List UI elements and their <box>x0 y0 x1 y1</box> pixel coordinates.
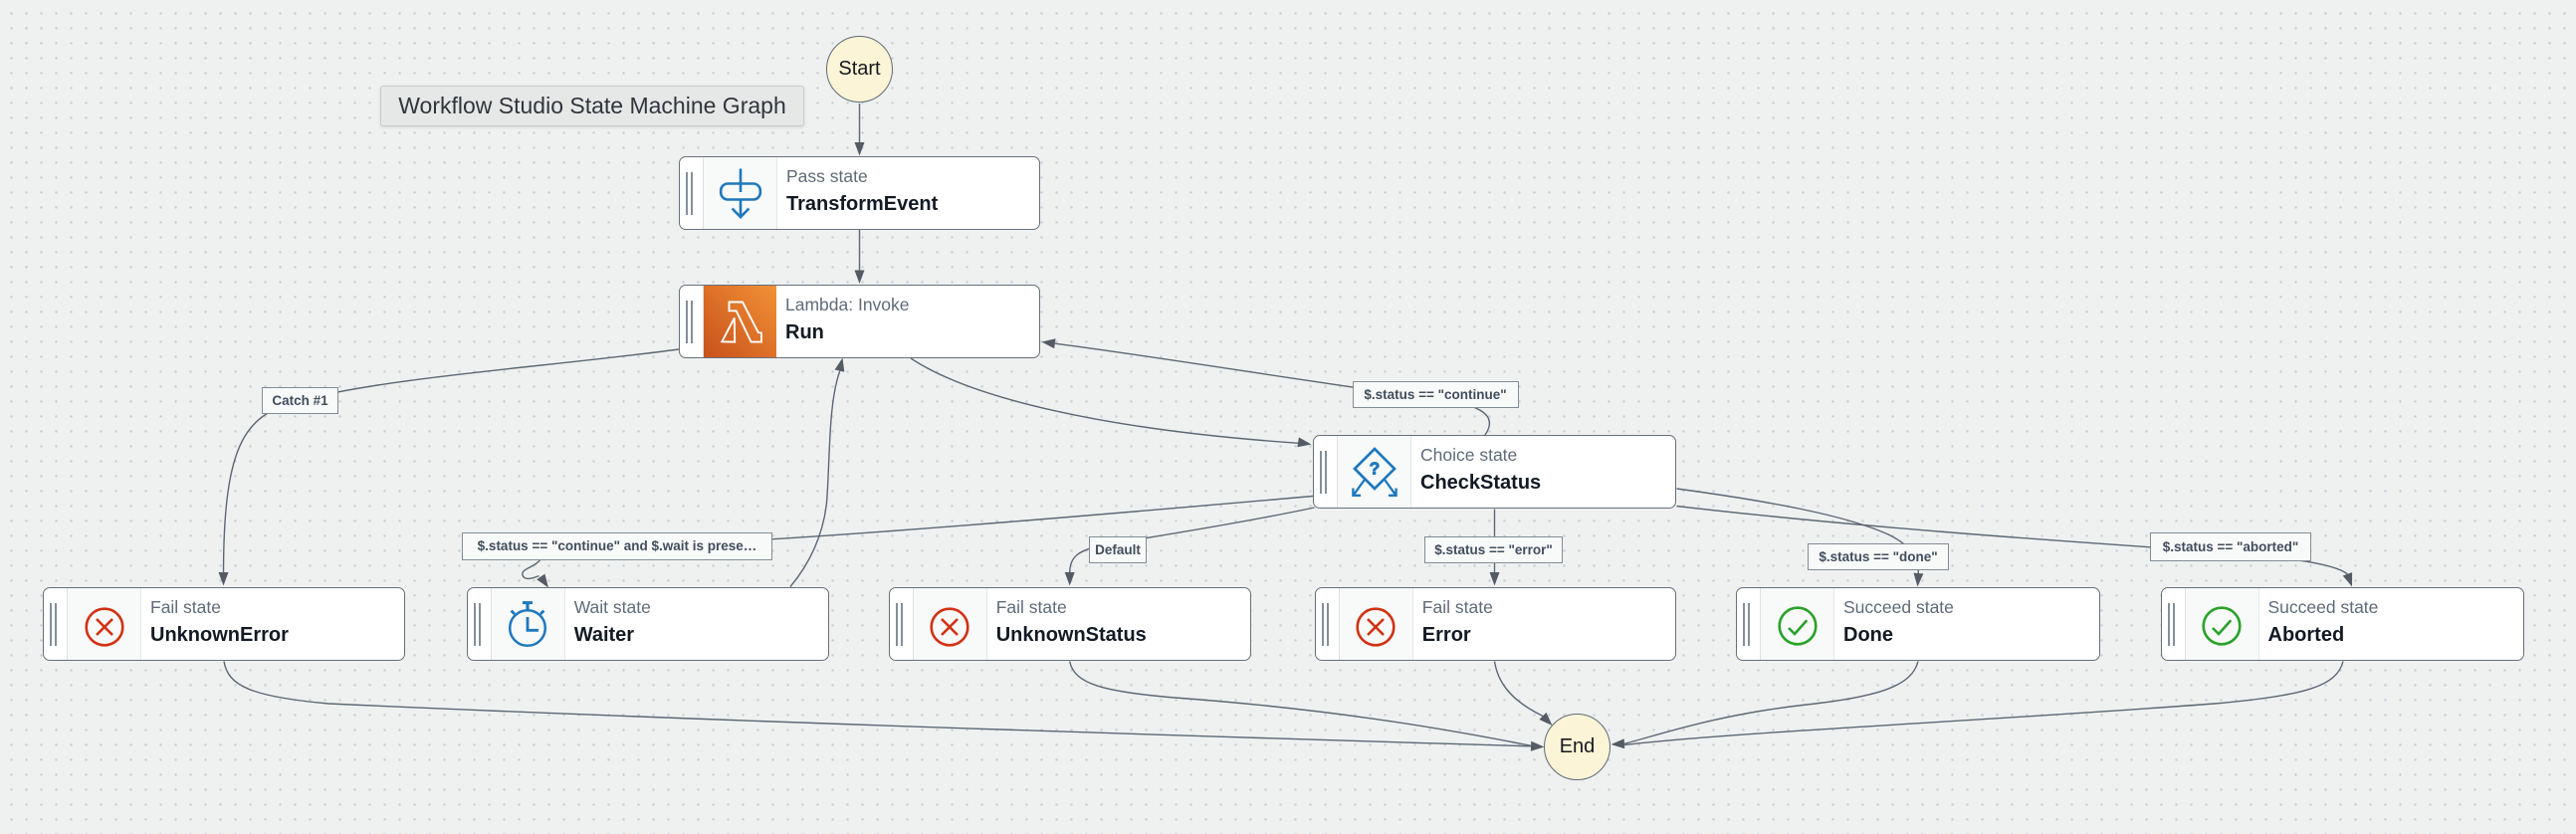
svg-text:?: ? <box>1369 459 1380 479</box>
